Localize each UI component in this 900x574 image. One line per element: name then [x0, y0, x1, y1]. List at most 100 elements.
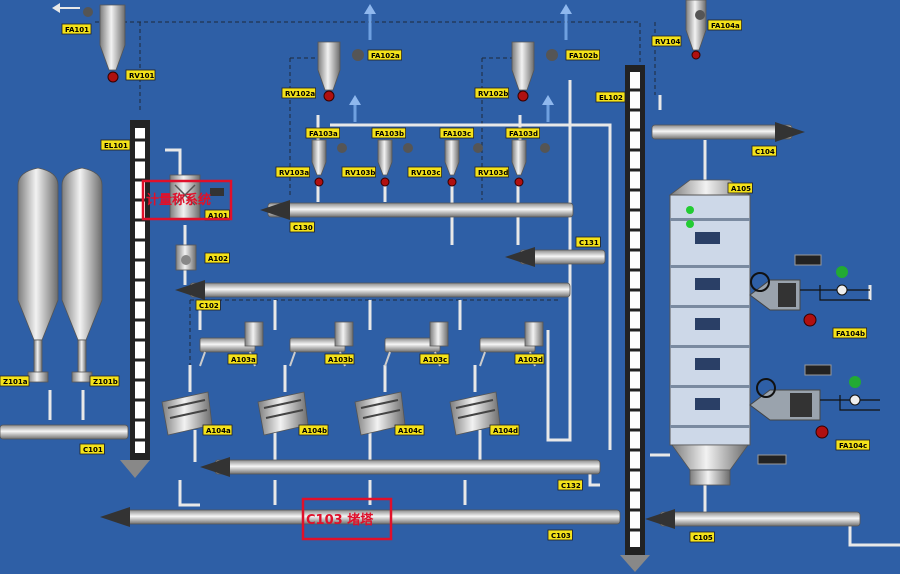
tag-box — [0, 375, 30, 387]
tag-box — [419, 353, 450, 365]
tag-c130[interactable]: C130 — [289, 221, 315, 233]
tag-c104[interactable]: C104 — [751, 145, 777, 157]
alarm-a101[interactable]: 计量称系统 — [141, 179, 233, 221]
exchanger-lower[interactable] — [749, 376, 880, 421]
crushers-a104[interactable] — [161, 391, 501, 436]
tag-fa103d[interactable]: FA103d — [505, 127, 540, 139]
tag-box — [407, 166, 442, 178]
tag-a104a[interactable]: A104a — [202, 424, 233, 436]
tag-box — [832, 327, 867, 339]
tag-el102[interactable]: EL102 — [595, 91, 626, 103]
tag-fa103a[interactable]: FA103a — [305, 127, 340, 139]
tag-fa102a[interactable]: FA102a — [367, 49, 402, 61]
tag-fa102b[interactable]: FA102b — [565, 49, 600, 61]
alarm-c103-label: C103 堵塔 — [306, 512, 374, 528]
tag-label: RV102b — [478, 90, 508, 98]
tag-label: FA102a — [371, 52, 400, 60]
feeder-a102[interactable] — [175, 244, 197, 271]
tag-box — [100, 139, 131, 151]
tag-a102[interactable]: A102 — [204, 252, 230, 264]
silo-z101b[interactable] — [61, 167, 103, 383]
tag-box — [61, 23, 92, 35]
tag-label: EL101 — [104, 142, 128, 150]
tag-label: C131 — [579, 239, 599, 247]
cyclone-fa102b[interactable] — [511, 41, 558, 91]
tag-label: RV102a — [285, 90, 315, 98]
tag-box — [275, 166, 310, 178]
tag-box — [367, 49, 402, 61]
tag-label: FA102b — [569, 52, 598, 60]
tag-a105[interactable]: A105 — [727, 182, 753, 194]
tag-label: A104a — [206, 427, 231, 435]
tag-box — [305, 127, 340, 139]
conveyors[interactable] — [0, 122, 861, 529]
tag-box — [394, 424, 425, 436]
tag-label: A104c — [398, 427, 422, 435]
tag-fa104a[interactable]: FA104a — [707, 19, 742, 31]
hopper-row — [311, 139, 550, 176]
tag-rv101[interactable]: RV101 — [125, 69, 156, 81]
tag-a104d[interactable]: A104d — [489, 424, 520, 436]
tag-z101a[interactable]: Z101a — [0, 375, 30, 387]
tag-label: A105 — [731, 185, 751, 193]
tag-el101[interactable]: EL101 — [100, 139, 131, 151]
cyclone-fa101[interactable] — [83, 4, 126, 71]
tag-c101[interactable]: C101 — [79, 443, 105, 455]
tag-c132[interactable]: C132 — [557, 479, 583, 491]
pipes — [48, 80, 900, 547]
tag-c103[interactable]: C103 — [547, 529, 573, 541]
cyclone-fa102a[interactable] — [317, 41, 364, 91]
tag-label: A103d — [518, 356, 543, 364]
tag-fa104b[interactable]: FA104b — [832, 327, 867, 339]
tag-label: FA103a — [309, 130, 338, 138]
tag-fa103c[interactable]: FA103c — [439, 127, 474, 139]
tag-box — [227, 353, 258, 365]
tag-rv103a[interactable]: RV103a — [275, 166, 310, 178]
tag-fa103b[interactable]: FA103b — [371, 127, 406, 139]
alarm-a101-label: 计量称系统 — [146, 192, 211, 208]
tag-box — [79, 443, 105, 455]
tag-rv104[interactable]: RV104 — [651, 35, 682, 47]
silo-z101a[interactable] — [17, 167, 59, 383]
exchanger-upper[interactable] — [749, 266, 870, 311]
tag-fa101[interactable]: FA101 — [61, 23, 92, 35]
tag-rv103b[interactable]: RV103b — [341, 166, 376, 178]
tag-a104b[interactable]: A104b — [298, 424, 329, 436]
tag-fa104c[interactable]: FA104c — [835, 439, 870, 451]
tag-a103d[interactable]: A103d — [514, 353, 545, 365]
tag-box — [557, 479, 583, 491]
tag-label: C105 — [693, 534, 713, 542]
tag-label: RV103a — [279, 169, 309, 177]
tag-box — [474, 87, 509, 99]
weigh-scale-a101[interactable] — [169, 174, 224, 221]
alarm-c103[interactable]: C103 堵塔 — [301, 497, 393, 541]
tag-label: RV101 — [129, 72, 155, 80]
tag-rv102a[interactable]: RV102a — [281, 87, 316, 99]
tag-box — [281, 87, 316, 99]
tower-a105[interactable] — [668, 179, 832, 486]
elevator-el102[interactable] — [620, 65, 650, 572]
tag-box — [298, 424, 329, 436]
tag-a103b[interactable]: A103b — [324, 353, 355, 365]
tag-rv102b[interactable]: RV102b — [474, 87, 509, 99]
tag-label: A101 — [208, 212, 228, 220]
rotary-valves[interactable] — [107, 50, 829, 439]
tag-a103a[interactable]: A103a — [227, 353, 258, 365]
elevator-el101[interactable] — [120, 120, 150, 478]
tag-box — [204, 252, 230, 264]
tag-label: A102 — [208, 255, 228, 263]
tag-label: RV103b — [345, 169, 375, 177]
tag-c102[interactable]: C102 — [195, 299, 221, 311]
cyclone-fa104a[interactable] — [685, 0, 707, 51]
tag-c131[interactable]: C131 — [575, 236, 601, 248]
tag-box — [727, 182, 753, 194]
tag-box — [575, 236, 601, 248]
tag-rv103c[interactable]: RV103c — [407, 166, 442, 178]
tag-c105[interactable]: C105 — [689, 531, 715, 543]
tag-z101b[interactable]: Z101b — [89, 375, 120, 387]
tag-a103c[interactable]: A103c — [419, 353, 450, 365]
tag-a104c[interactable]: A104c — [394, 424, 425, 436]
tag-rv103d[interactable]: RV103d — [474, 166, 509, 178]
tag-label: Z101b — [93, 378, 118, 386]
